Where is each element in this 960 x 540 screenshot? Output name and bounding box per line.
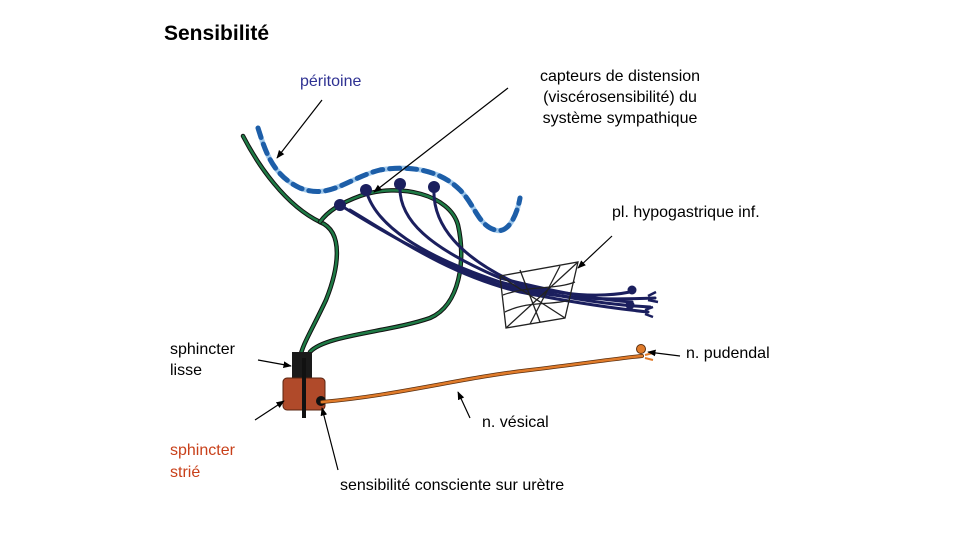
pudendal-nerve-end	[636, 344, 646, 354]
label-sphincter-lisse-line1: sphincter	[170, 341, 235, 358]
pudendal-fork	[644, 352, 654, 361]
nerve-fork-ends	[644, 290, 659, 319]
bladder-wall-outer-color	[241, 134, 339, 360]
pudendal-nerve-color	[320, 354, 644, 404]
label-sphincter-strie-line2: strié	[170, 464, 201, 481]
label-capteurs-line1: capteurs de distension	[539, 68, 701, 85]
label-nerf-vesical: n. vésical	[482, 414, 549, 431]
distension-sensors	[334, 178, 637, 310]
label-capteurs-line3: système sympathique	[542, 110, 698, 127]
label-capteurs-distension: capteurs de distension (viscérosensibili…	[522, 66, 718, 129]
peritoneum-line-dashes	[255, 125, 523, 234]
label-peritoine: péritoine	[300, 73, 362, 90]
label-sensibilite-urethre: sensibilité consciente sur urètre	[340, 477, 565, 494]
label-nerf-pudendal: n. pudendal	[686, 345, 770, 362]
label-sphincter-strie-line1: sphincter	[170, 442, 235, 459]
label-sphincter-strie: sphincter strié	[170, 440, 235, 484]
page-title: Sensibilité	[164, 22, 270, 45]
label-sphincter-lisse: sphincter lisse	[170, 339, 235, 381]
bladder-wall-inner-color	[308, 189, 463, 354]
label-arrows	[254, 87, 681, 471]
label-plexus-hypogastrique: pl. hypogastrique inf.	[612, 204, 760, 221]
label-capteurs-line2: (viscérosensibilité) du	[543, 89, 697, 106]
bladder-wall-outer	[240, 133, 340, 361]
hypogastric-plexus	[499, 261, 579, 329]
sympathetic-nerves	[338, 183, 657, 314]
label-sphincter-lisse-line2: lisse	[170, 362, 203, 379]
